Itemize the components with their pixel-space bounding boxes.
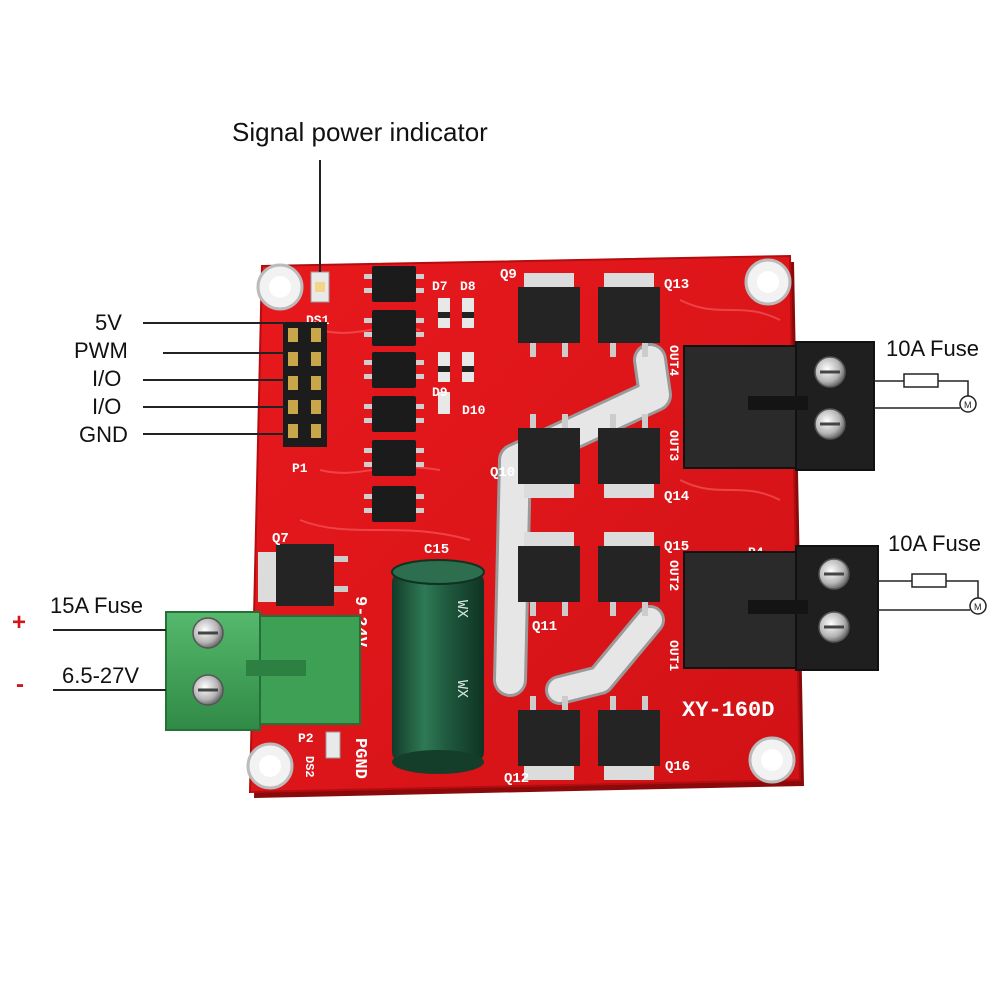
mosfets (258, 273, 660, 780)
out4-silk-label: OUT4 (666, 345, 681, 376)
fuse-label-bottom-right: 10A Fuse (888, 531, 981, 556)
q7-silk-label: Q7 (272, 531, 289, 547)
d7-silk-label: D7 (432, 279, 448, 294)
capacitor-marking: WX (453, 600, 470, 618)
black-output-terminal-top (683, 341, 875, 471)
pin-label-io-1: I/O (92, 366, 122, 391)
out1-silk-label: OUT1 (666, 640, 681, 671)
out3-silk-label: OUT3 (666, 430, 681, 461)
black-output-terminal-bottom (683, 545, 879, 671)
header-pins (283, 322, 327, 447)
fuse-motor-schematic-bottom (878, 573, 987, 615)
capacitor-marking-2: WX (453, 680, 470, 698)
d10-silk-label: D10 (462, 403, 486, 418)
pin-label-5v: 5V (95, 310, 122, 335)
q15-silk-label: Q15 (664, 539, 689, 555)
power-trace (493, 343, 672, 705)
capacitor-c15 (391, 559, 485, 774)
signal-power-led (310, 271, 330, 303)
q13-silk-label: Q13 (664, 277, 689, 293)
motor-symbol-bottom: M (974, 602, 982, 612)
negative-sign: - (16, 671, 24, 698)
ic-pins (364, 274, 424, 513)
pgnd-silk-label: PGND (350, 738, 369, 779)
positive-sign: + (12, 609, 27, 636)
callout-lines (53, 160, 321, 691)
d9-silk-label: D9 (432, 385, 448, 400)
model-silk-label: XY-160D (682, 698, 774, 723)
q16-silk-label: Q16 (665, 759, 690, 775)
pin-label-io-2: I/O (92, 394, 122, 419)
out2-silk-label: OUT2 (666, 560, 681, 591)
motor-symbol-top: M (964, 400, 972, 410)
q9-silk-label: Q9 (500, 267, 517, 283)
signal-power-indicator-label: Signal power indicator (232, 117, 488, 147)
pin-label-pwm: PWM (74, 338, 128, 363)
driver-ic-column (372, 266, 416, 522)
pin-label-gnd: GND (79, 422, 128, 447)
p2-silk-label: P2 (298, 731, 314, 746)
fuse-label-top-right: 10A Fuse (886, 336, 979, 361)
fuse-motor-schematic-top (874, 373, 977, 413)
mounting-holes (246, 258, 796, 790)
q14-silk-label: Q14 (664, 489, 689, 505)
voltage-range-label: 6.5-27V (62, 663, 140, 688)
q12-silk-label: Q12 (504, 771, 529, 787)
diodes (438, 298, 474, 414)
d8-silk-label: D8 (460, 279, 476, 294)
ds2-silk-label: DS2 (302, 756, 316, 778)
fuse-label-left: 15A Fuse (50, 593, 143, 618)
ds2-led (325, 731, 341, 759)
q11-silk-label: Q11 (532, 619, 557, 635)
green-power-terminal (165, 611, 361, 731)
c15-silk-label: C15 (424, 542, 449, 558)
q10-silk-label: Q10 (490, 465, 515, 481)
p1-silk-label: P1 (292, 461, 308, 476)
